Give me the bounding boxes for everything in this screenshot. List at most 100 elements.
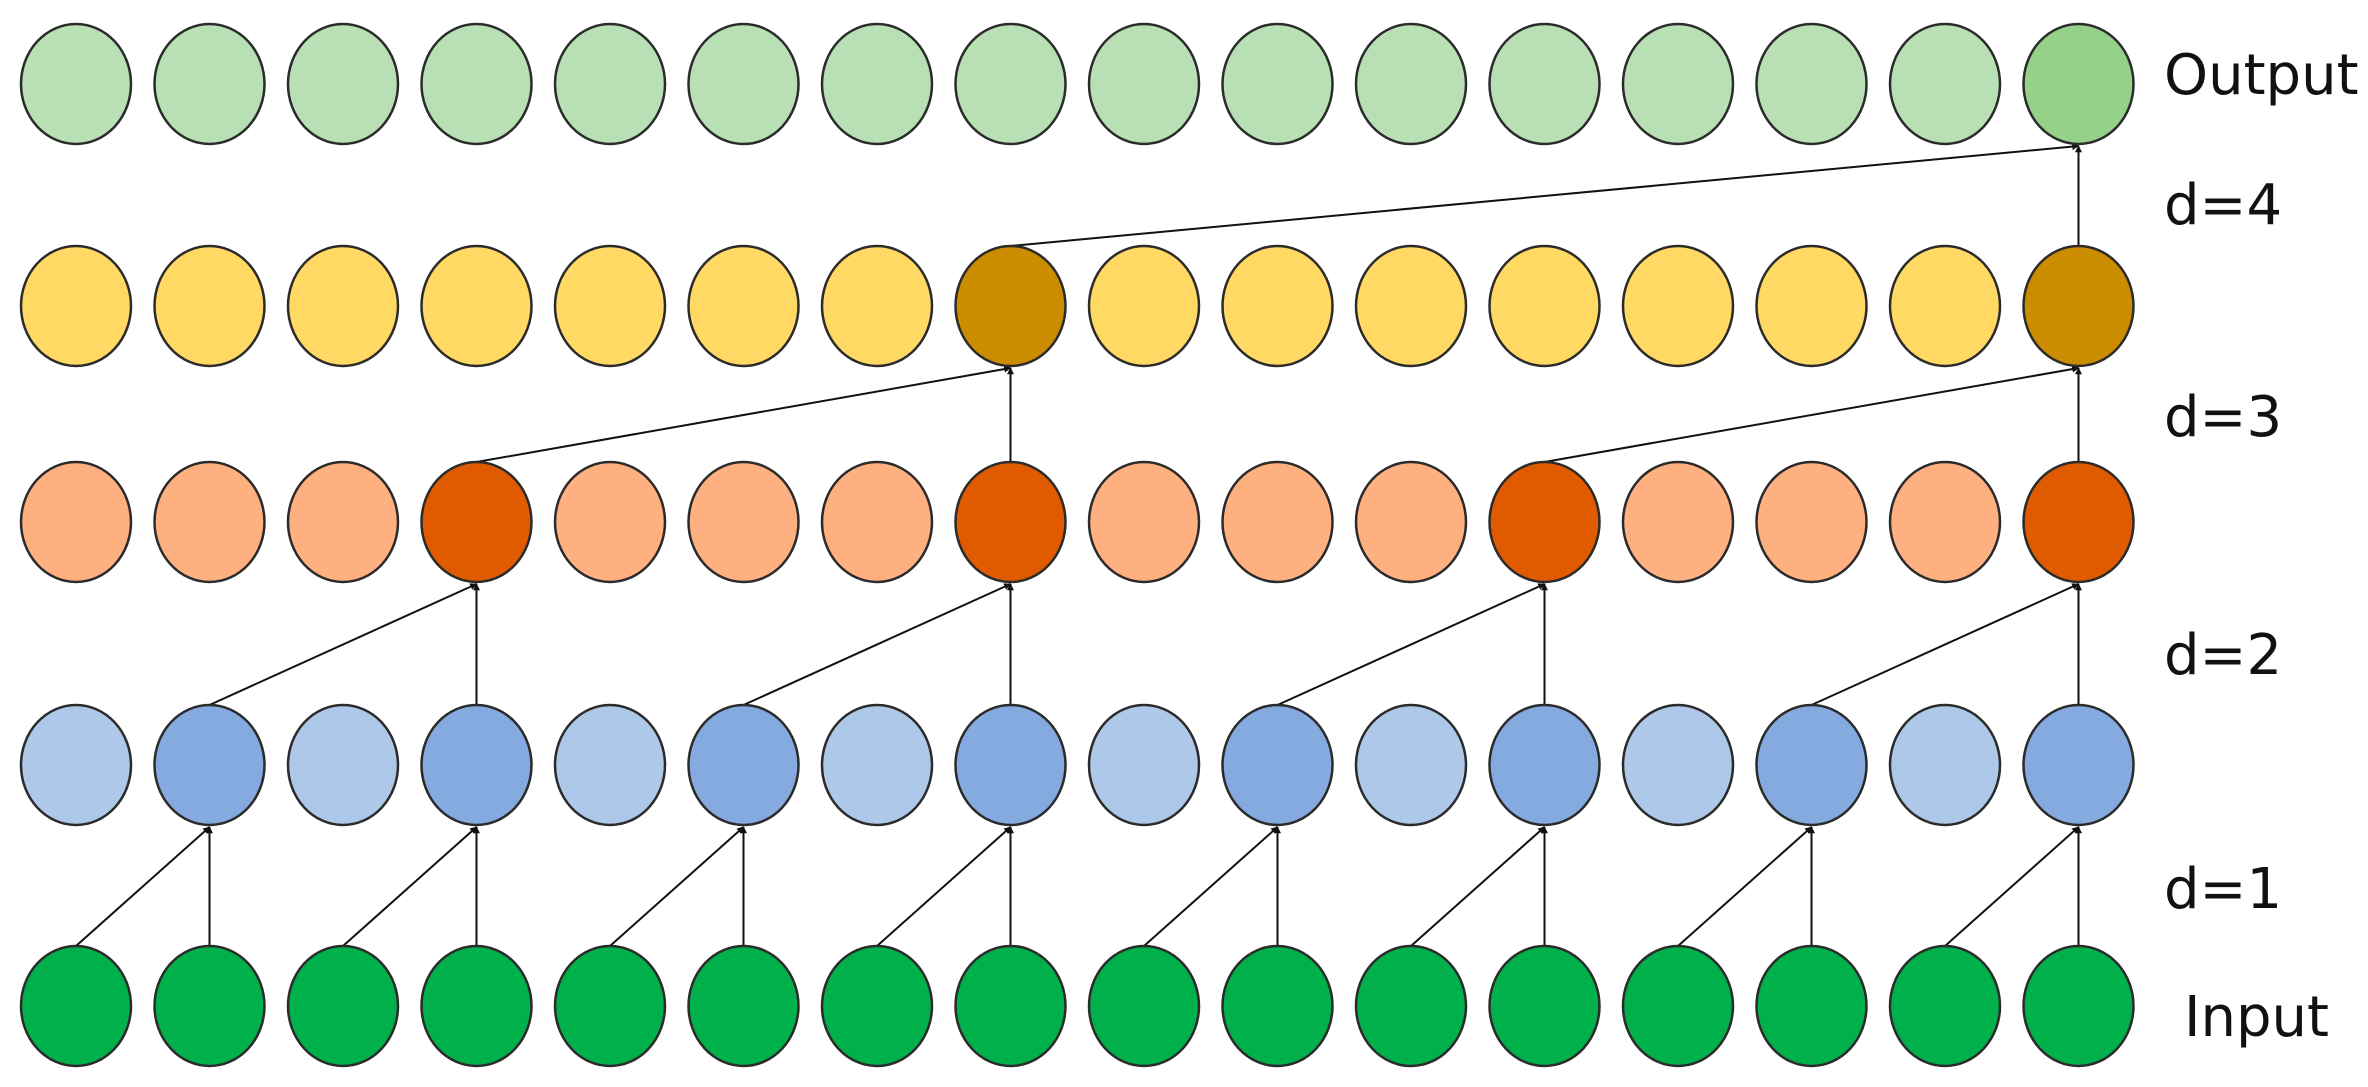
connection-arrow-input-14-to-layer2-15 [1944, 826, 2080, 947]
connection-arrow-input-8-to-layer2-9 [1143, 826, 1279, 947]
layer3-node-10 [1354, 460, 1468, 584]
layer4-node-9 [1221, 244, 1334, 368]
connection-arrow-layer2-1-to-layer3-3 [209, 583, 478, 706]
input-node-14 [1888, 944, 2002, 1068]
output-node-13 [1755, 22, 1868, 146]
output-node-15-active [2022, 22, 2135, 146]
layer4-node-8 [1087, 244, 1201, 368]
layer2-node-6 [820, 703, 934, 827]
layer4-node-3 [420, 244, 533, 368]
output-node-6 [820, 22, 934, 146]
layer4-node-10 [1354, 244, 1468, 368]
output-node-14 [1888, 22, 2002, 146]
layer4-node-15-active [2022, 244, 2135, 368]
layer2-node-10 [1354, 703, 1468, 827]
output-node-4 [553, 22, 667, 146]
connection-arrow-layer2-13-to-layer3-15 [1811, 583, 2080, 706]
connection-arrow-layer3-11-to-layer4-15 [1544, 365, 2080, 463]
input-node-15 [2022, 944, 2135, 1068]
layer4-node-5 [687, 244, 800, 368]
layer3-node-8 [1087, 460, 1201, 584]
layer2-node-2 [286, 703, 400, 827]
layer2-node-0 [19, 703, 133, 827]
layer3-node-15-active [2022, 460, 2135, 584]
layer3-node-5 [687, 460, 800, 584]
connections-group [75, 143, 2082, 947]
layer3-node-1 [153, 460, 266, 584]
layer2-node-1-active [153, 703, 266, 827]
layer3-node-4 [553, 460, 667, 584]
input-node-5 [687, 944, 800, 1068]
layer2-node-3-active [420, 703, 533, 827]
input-node-12 [1621, 944, 1735, 1068]
input-node-8 [1087, 944, 1201, 1068]
input-node-10 [1354, 944, 1468, 1068]
layer2-node-5-active [687, 703, 800, 827]
layer3-node-2 [286, 460, 400, 584]
output-node-7 [954, 22, 1067, 146]
connection-arrow-input-10-to-layer2-11 [1410, 826, 1546, 947]
layer4-node-13 [1755, 244, 1868, 368]
layer3-node-0 [19, 460, 133, 584]
input-node-1 [153, 944, 266, 1068]
output-node-11 [1488, 22, 1601, 146]
dilation-3-label: d=3 [2164, 385, 2283, 450]
input-node-7 [954, 944, 1067, 1068]
layer4-node-12 [1621, 244, 1735, 368]
input-node-0 [19, 944, 133, 1068]
connection-arrow-layer2-9-to-layer3-11 [1277, 583, 1546, 706]
layer2-node-12 [1621, 703, 1735, 827]
connection-arrow-layer4-7-to-output-15 [1010, 143, 2080, 247]
connection-arrow-layer3-3-to-layer4-7 [476, 365, 1012, 463]
layer3-node-3-active [420, 460, 533, 584]
connection-arrow-input-0-to-layer2-1 [75, 826, 211, 947]
input-label: Input [2184, 985, 2330, 1050]
input-node-9 [1221, 944, 1334, 1068]
output-node-3 [420, 22, 533, 146]
output-node-1 [153, 22, 266, 146]
layer4-node-7-active [954, 244, 1067, 368]
layer2-node-13-active [1755, 703, 1868, 827]
dilation-1-label: d=1 [2164, 857, 2283, 922]
connection-arrow-input-6-to-layer2-7 [876, 826, 1012, 947]
layer4-node-14 [1888, 244, 2002, 368]
layer4-node-6 [820, 244, 934, 368]
layer2-node-8 [1087, 703, 1201, 827]
layer3-node-13 [1755, 460, 1868, 584]
layer3-node-14 [1888, 460, 2002, 584]
layer2-node-4 [553, 703, 667, 827]
layer2-node-9-active [1221, 703, 1334, 827]
output-node-8 [1087, 22, 1201, 146]
output-node-5 [687, 22, 800, 146]
connection-arrow-input-4-to-layer2-5 [609, 826, 745, 947]
layer3-node-9 [1221, 460, 1334, 584]
dilation-4-label: d=4 [2164, 173, 2283, 238]
output-node-12 [1621, 22, 1735, 146]
input-node-3 [420, 944, 533, 1068]
layer3-node-12 [1621, 460, 1735, 584]
layer4-node-2 [286, 244, 400, 368]
layer2-node-15-active [2022, 703, 2135, 827]
layer4-node-1 [153, 244, 266, 368]
output-label: Output [2164, 43, 2359, 108]
input-node-11 [1488, 944, 1601, 1068]
connection-arrow-layer2-5-to-layer3-7 [743, 583, 1012, 706]
input-node-4 [553, 944, 667, 1068]
nodes-group [19, 22, 2135, 1068]
input-node-2 [286, 944, 400, 1068]
layer3-node-6 [820, 460, 934, 584]
input-node-13 [1755, 944, 1868, 1068]
layer3-node-11-active [1488, 460, 1601, 584]
layer4-node-4 [553, 244, 667, 368]
output-node-10 [1354, 22, 1468, 146]
connection-arrow-input-12-to-layer2-13 [1677, 826, 1813, 947]
layer3-node-7-active [954, 460, 1067, 584]
layer2-node-7-active [954, 703, 1067, 827]
layer4-node-11 [1488, 244, 1601, 368]
layer2-node-11-active [1488, 703, 1601, 827]
layer4-node-0 [19, 244, 133, 368]
output-node-2 [286, 22, 400, 146]
input-node-6 [820, 944, 934, 1068]
output-node-0 [19, 22, 133, 146]
